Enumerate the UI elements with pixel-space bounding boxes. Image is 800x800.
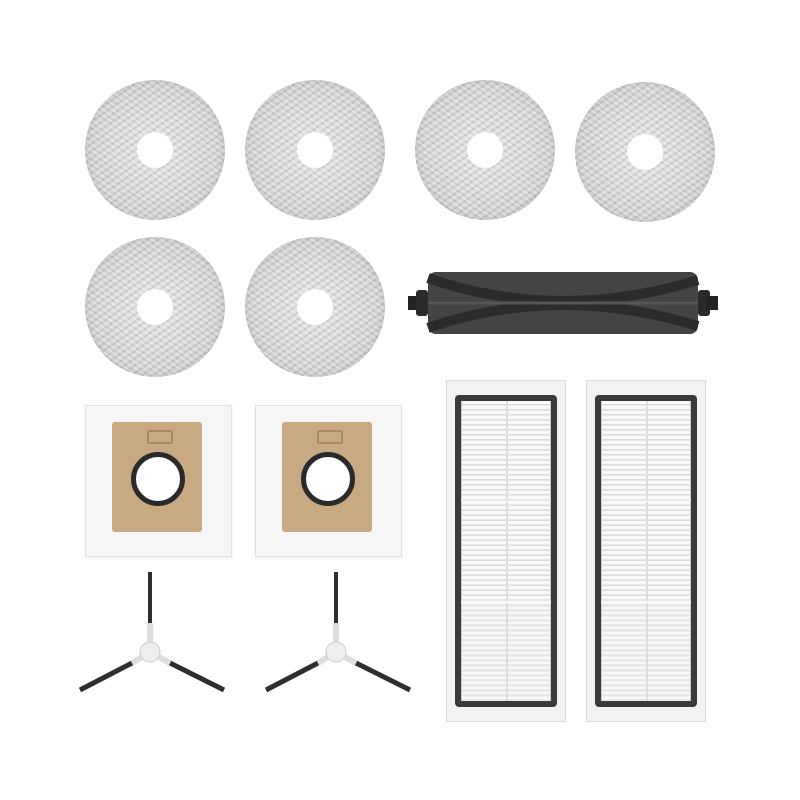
side-brush — [264, 572, 412, 693]
side-brush — [78, 572, 226, 693]
dust-bag — [255, 405, 402, 557]
roller-brush — [408, 272, 718, 334]
mop-pad — [85, 80, 225, 220]
mop-pad — [245, 237, 385, 377]
hepa-filter — [586, 380, 706, 722]
hepa-filter — [446, 380, 566, 722]
mop-pad — [245, 80, 385, 220]
mop-pad — [575, 82, 715, 222]
mop-pad — [85, 237, 225, 377]
mop-pad — [415, 80, 555, 220]
dust-bag — [85, 405, 232, 557]
